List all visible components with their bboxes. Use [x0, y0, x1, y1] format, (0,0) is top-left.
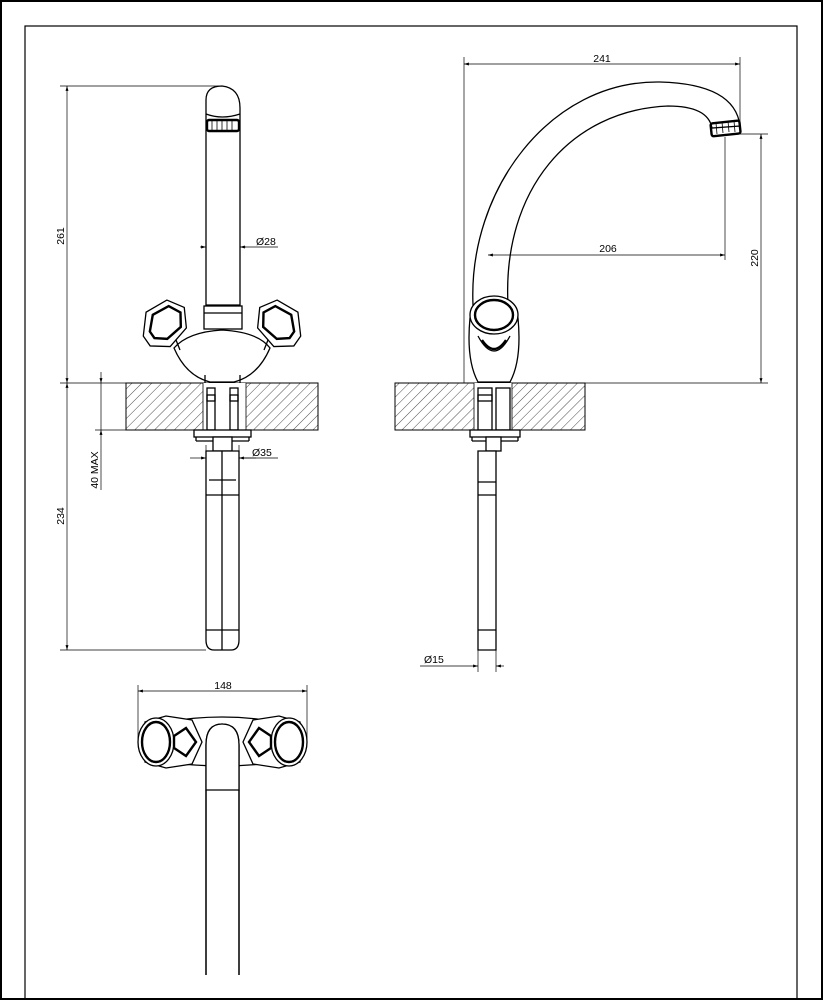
top-left-handle: [137, 715, 203, 769]
side-aerator: [709, 119, 742, 138]
front-washer: [193, 429, 252, 438]
side-washer: [469, 429, 521, 438]
side-handle: [469, 295, 519, 335]
dim-handle-span: 148: [214, 680, 232, 692]
side-supply-pipe: [477, 450, 497, 651]
top-view: [137, 715, 308, 975]
side-spout: [472, 81, 741, 306]
top-dimensions: 148: [137, 680, 308, 742]
dim-spout-height: 220: [749, 249, 761, 267]
dim-deck-thickness: 40 MAX: [89, 451, 101, 488]
side-dimensions: 241 206 220 Ø15: [420, 53, 768, 672]
top-right-handle: [242, 715, 308, 769]
front-spout: [205, 85, 241, 306]
front-left-handle: [142, 299, 188, 351]
dim-pipe-diameter: Ø15: [424, 654, 444, 666]
front-dimensions: 261 234 40 MAX Ø28 Ø35: [55, 85, 278, 651]
front-view: [125, 85, 319, 651]
front-countertop-hole: [203, 383, 246, 430]
dim-front-height: 261: [55, 227, 67, 245]
dim-shank-diameter: Ø35: [252, 447, 272, 459]
dim-below-length: 234: [55, 507, 67, 525]
inner-frame: [24, 25, 798, 1000]
front-aerator: [205, 118, 241, 133]
dim-reach-total: 241: [593, 53, 611, 65]
front-body: [173, 329, 271, 383]
dim-spout-diameter: Ø28: [256, 236, 276, 248]
dim-reach-spout: 206: [599, 243, 617, 255]
front-right-handle: [256, 299, 302, 351]
side-view: [394, 81, 742, 651]
